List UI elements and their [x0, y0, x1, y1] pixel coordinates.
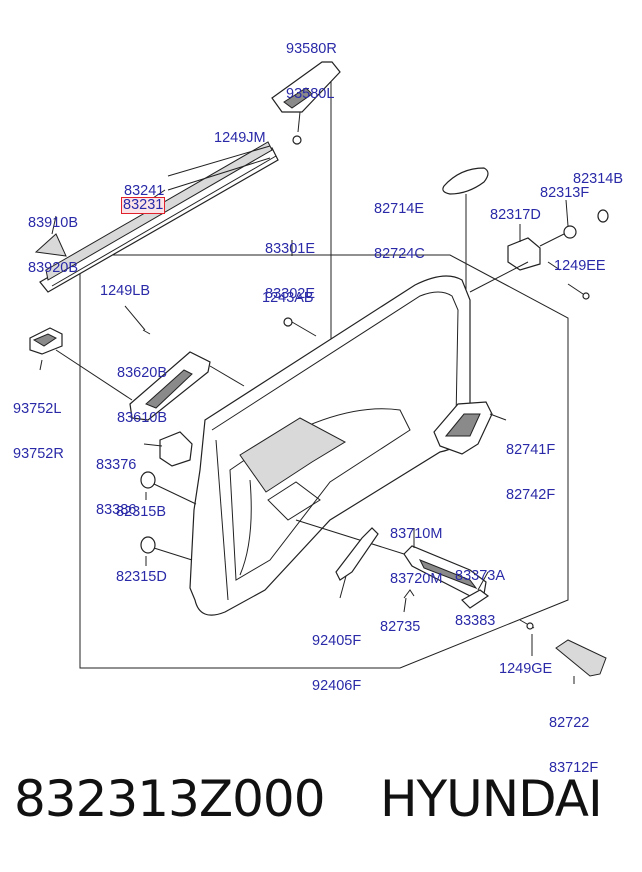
label-82315b: 82315B	[116, 504, 166, 520]
label-83386: 83386	[96, 502, 137, 518]
label-83620b: 83620B	[117, 365, 167, 381]
label-83373: 83373A 83383	[455, 539, 505, 659]
label-83910b: 83910B	[28, 215, 78, 231]
label-83920b: 83920B	[28, 260, 78, 276]
label-1243ab: 1243AB	[262, 290, 314, 306]
label-82314b: 82314B	[573, 171, 623, 187]
bracket-83376	[143, 431, 193, 467]
clip-82315b	[140, 471, 197, 505]
label-83231-highlighted: 83231	[120, 168, 166, 243]
label-93580r: 93580R	[286, 41, 337, 57]
clip-82315d	[140, 536, 193, 566]
label-1249jm: 1249JM	[214, 130, 266, 146]
label-1249ee: 1249EE	[554, 258, 606, 274]
label-83720m: 83720M	[390, 571, 443, 587]
label-83231: 83231	[120, 197, 166, 214]
assembly-outline	[79, 254, 569, 669]
power-window-switch	[271, 61, 341, 145]
cap	[461, 589, 490, 609]
label-92405f: 92405F	[312, 633, 362, 649]
corner-cover	[34, 233, 67, 257]
label-83610b: 83610B	[117, 410, 167, 426]
label-1249lb: 1249LB	[100, 283, 150, 299]
label-82735: 82735	[380, 619, 421, 635]
label-82741: 82741F 82742F	[506, 413, 555, 533]
outside-handle-cover	[433, 401, 507, 455]
label-93752r: 93752R	[13, 446, 64, 462]
label-93752l: 93752L	[13, 401, 62, 417]
grip-handle	[295, 519, 487, 599]
label-83301: 83301E 83302E	[265, 212, 315, 332]
label-83373a: 83373A	[455, 568, 505, 584]
reflector-lamp	[335, 527, 379, 599]
bracket	[469, 224, 590, 300]
switch-93752	[29, 327, 133, 401]
label-82742f: 82742F	[506, 487, 556, 503]
label-83376: 83376 83386	[96, 428, 136, 548]
label-83383: 83383	[455, 613, 496, 629]
label-83712f: 83712F	[549, 760, 599, 776]
label-82714e: 82714E	[374, 201, 424, 217]
parts-diagram: 93580R 93580L 1249JM 83231 83241 83910B …	[13, 12, 623, 776]
label-83910: 83910B 83920B	[28, 186, 78, 306]
part-number: 832313Z000	[14, 770, 326, 828]
inside-handle-left	[129, 351, 245, 421]
label-82722-top: 82722	[549, 715, 590, 731]
pad-82722	[555, 639, 607, 677]
label-83710m: 83710M	[390, 526, 443, 542]
clip-ring	[597, 209, 609, 223]
label-1249ge: 1249GE	[499, 661, 553, 677]
label-82722: 82722 83712F	[549, 686, 598, 806]
fastener	[563, 225, 577, 239]
label-82313f: 82313F	[540, 185, 590, 201]
label-82714: 82714E 82724C	[374, 172, 425, 292]
label-83710: 83710M 83720M	[390, 497, 442, 617]
footer-caption: 832313Z000 HYUNDAI	[0, 770, 642, 840]
label-92406f: 92406F	[312, 678, 362, 694]
label-83241: 83241	[124, 183, 165, 199]
label-82741f: 82741F	[506, 442, 556, 458]
label-93752: 93752L 93752R	[13, 372, 64, 492]
screw-1249ge	[526, 622, 534, 630]
small-clip	[403, 589, 415, 599]
label-82724c: 82724C	[374, 246, 425, 262]
label-83302e: 83302E	[265, 286, 315, 302]
label-82317d: 82317D	[490, 207, 541, 223]
label-93580: 93580R 93580L	[286, 12, 337, 132]
label-83301e: 83301E	[265, 241, 315, 257]
brand-name: HYUNDAI	[380, 770, 603, 828]
label-82315d: 82315D	[116, 569, 167, 585]
label-92405: 92405F 92406F	[312, 604, 361, 724]
label-83376-top: 83376	[96, 457, 137, 473]
label-93580l: 93580L	[286, 86, 335, 102]
label-83620: 83620B 83610B	[117, 336, 167, 456]
